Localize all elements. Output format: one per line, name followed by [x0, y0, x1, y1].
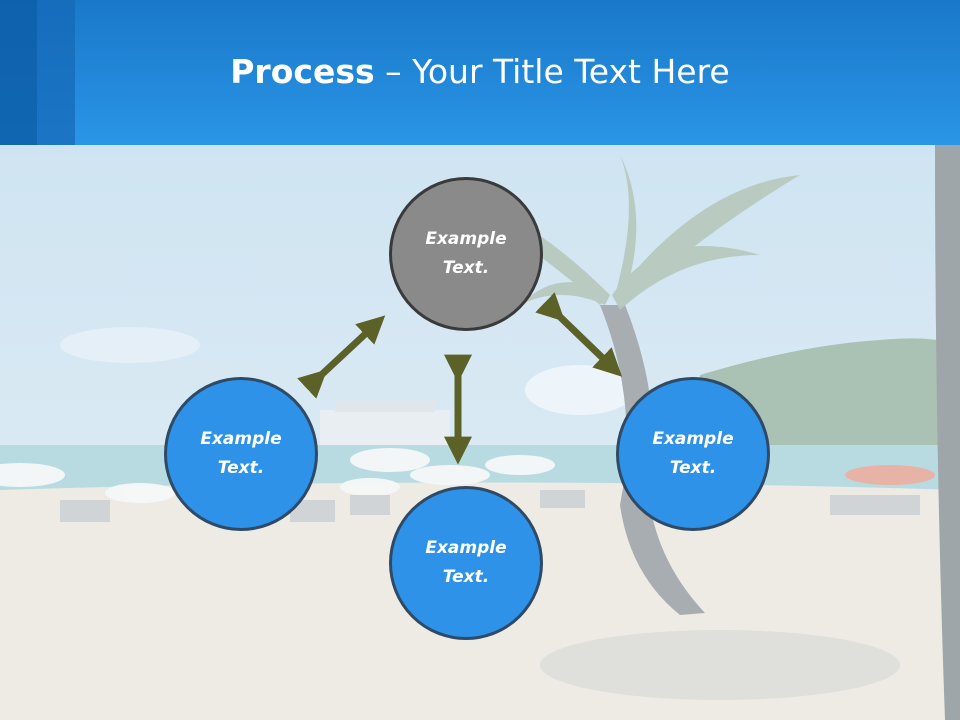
- process-node-top: Example Text.: [389, 177, 543, 331]
- node-top-label: Example Text.: [425, 229, 507, 278]
- header-accent-band: [0, 0, 37, 145]
- header-bar: Process – Your Title Text Here: [0, 0, 960, 145]
- process-node-bottom: Example Text.: [389, 486, 543, 640]
- arrow-top-left: [297, 315, 386, 399]
- slide-title: Process – Your Title Text Here: [0, 52, 960, 91]
- node-right-label: Example Text.: [652, 429, 734, 478]
- process-node-left: Example Text.: [164, 377, 318, 531]
- title-bold: Process: [230, 52, 375, 91]
- arrow-top-right: [535, 292, 623, 377]
- node-left-label: Example Text.: [200, 429, 282, 478]
- header-accent-band-secondary: [37, 0, 75, 145]
- process-node-right: Example Text.: [616, 377, 770, 531]
- node-bottom-label: Example Text.: [425, 538, 507, 587]
- title-rest: – Your Title Text Here: [374, 52, 730, 91]
